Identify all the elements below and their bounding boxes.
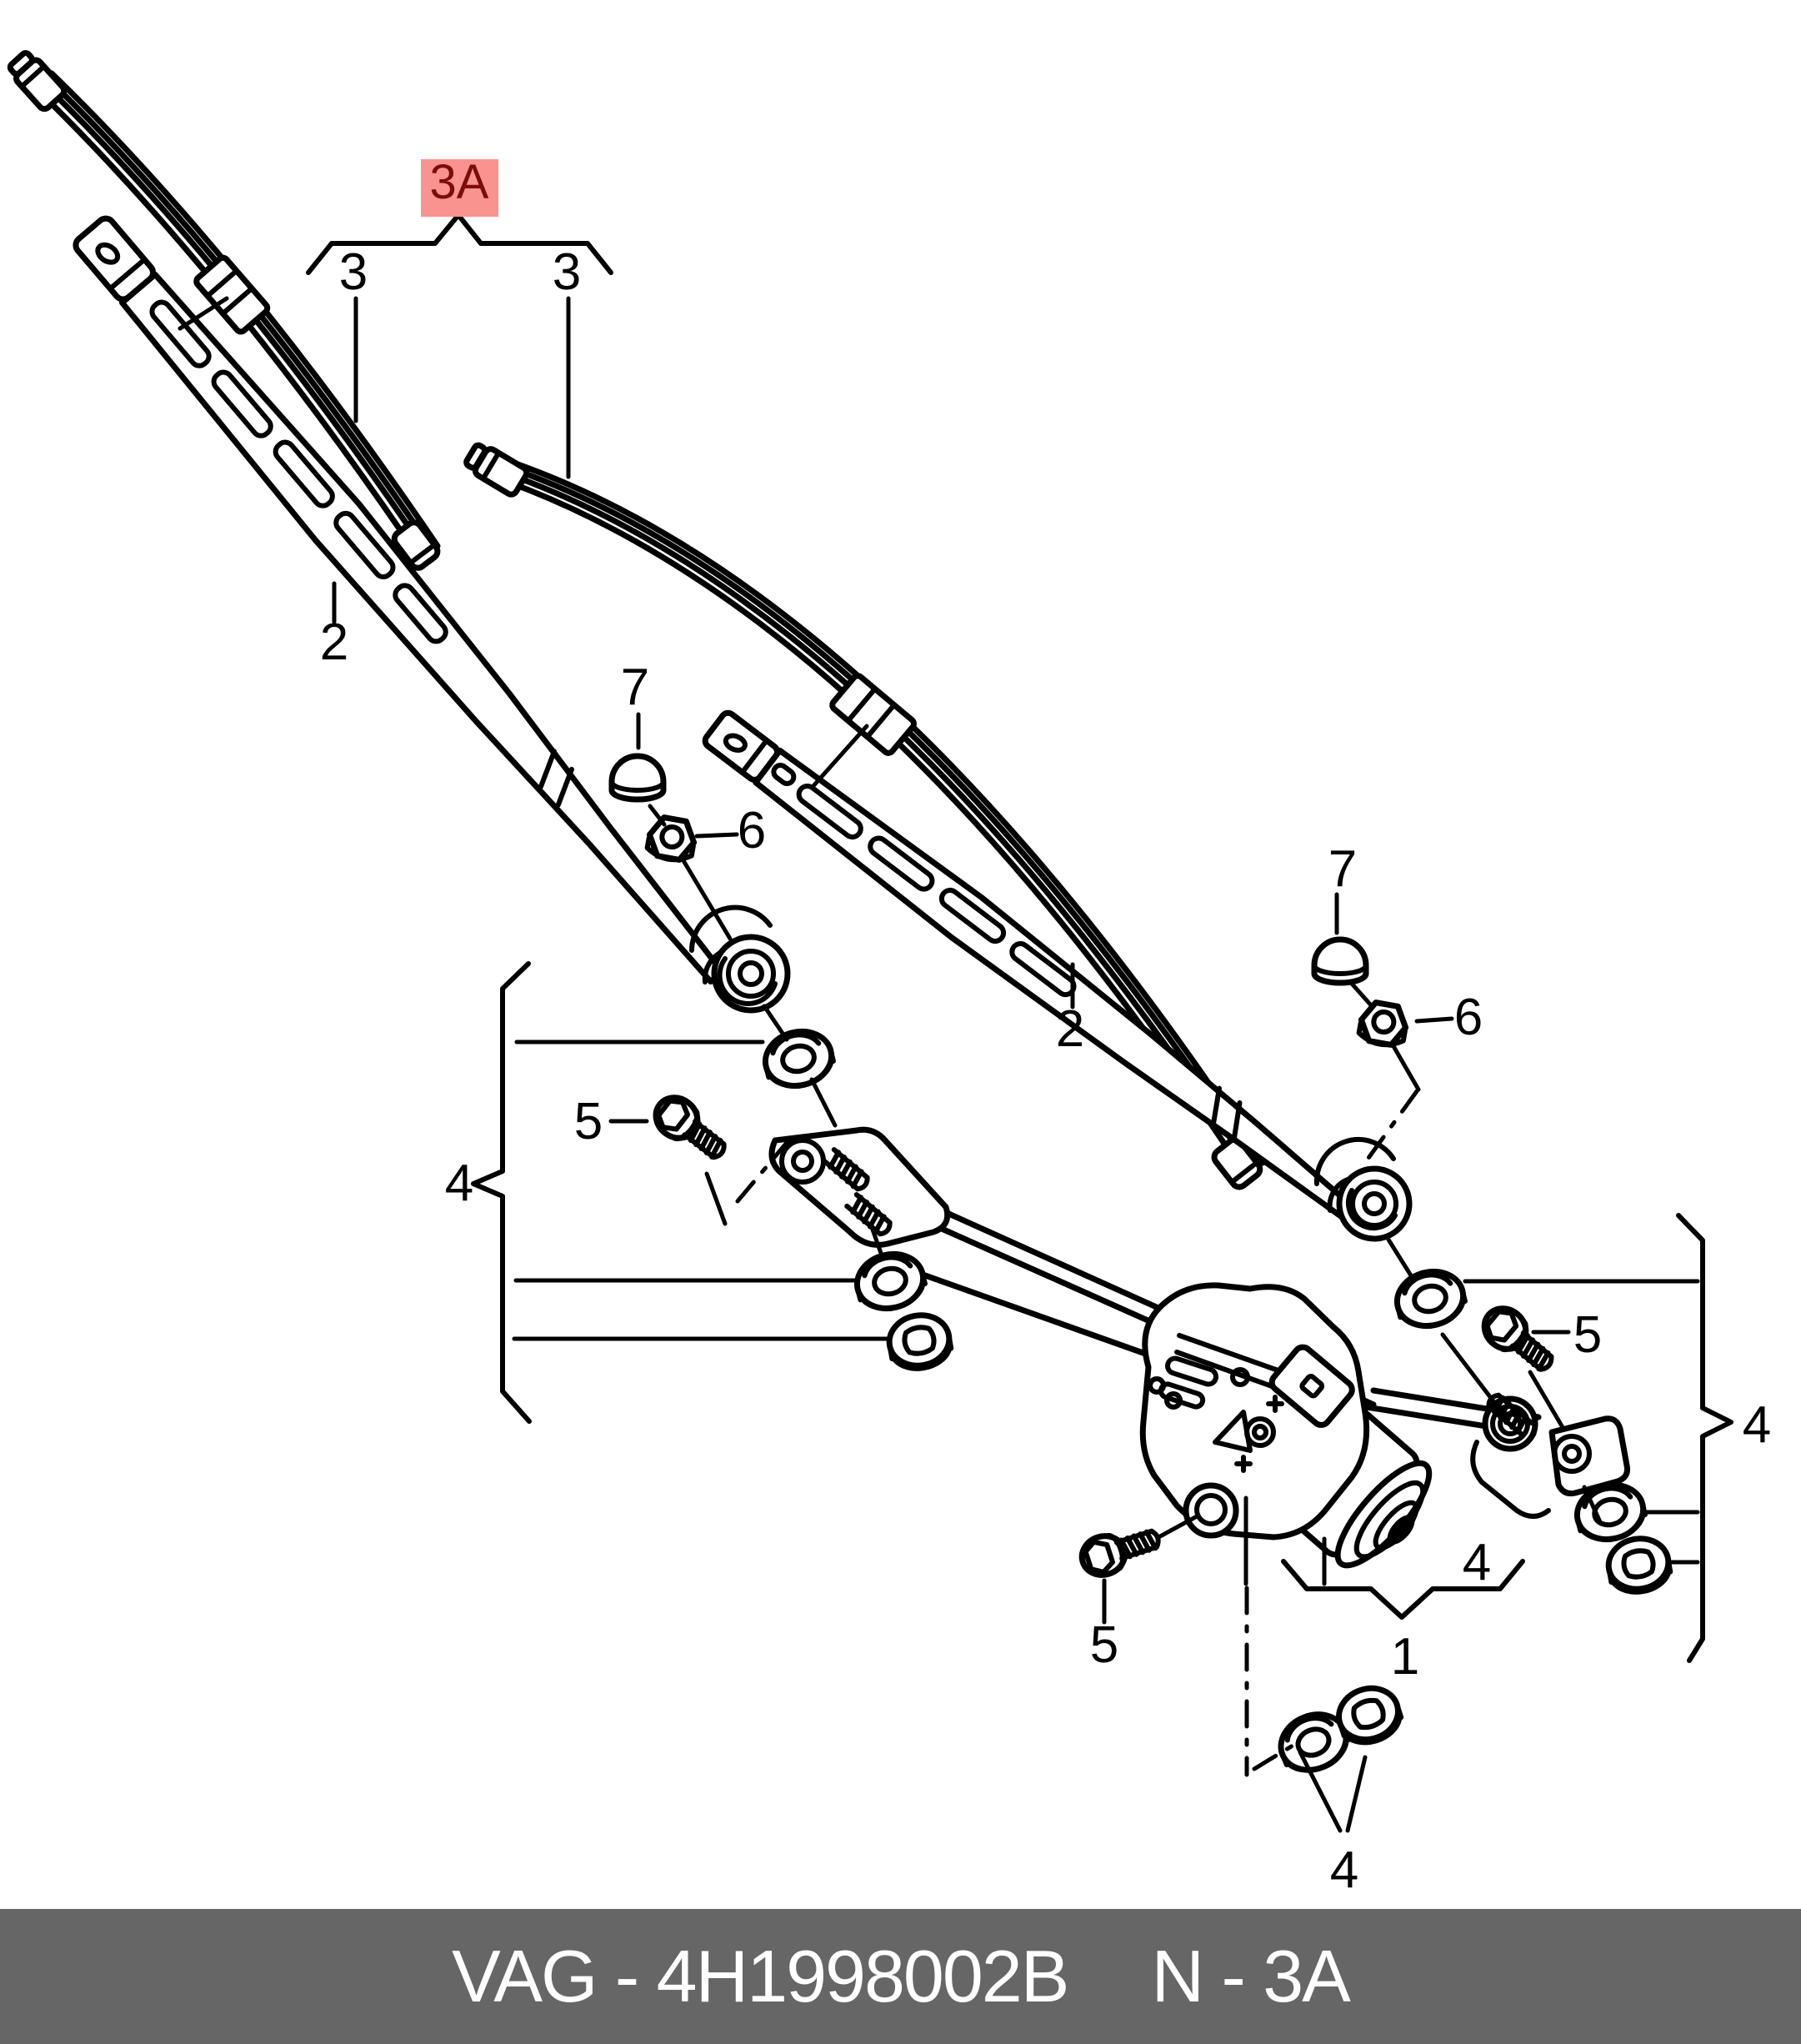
callout-2-right[interactable]: 2 bbox=[1056, 1000, 1084, 1058]
connector-icon bbox=[1268, 1344, 1355, 1428]
callout-4-bottom[interactable]: 4 bbox=[1330, 1841, 1358, 1899]
hex-nut-right-icon bbox=[1358, 1000, 1409, 1048]
brace-4-left bbox=[471, 961, 532, 1424]
callout-6-right[interactable]: 6 bbox=[1454, 989, 1483, 1046]
highlight-3a-label[interactable]: 3A bbox=[430, 155, 489, 209]
wiper-motor bbox=[1139, 1282, 1433, 1569]
pivot-cap-right-icon bbox=[1314, 939, 1366, 983]
callouts: 3 3 2 2 7 7 6 6 5 5 5 4 4 4 4 1 bbox=[320, 243, 1771, 1899]
bracket-1 bbox=[1281, 1559, 1525, 1620]
wiper-arm-right bbox=[702, 709, 1413, 1242]
callout-brackets bbox=[306, 213, 1733, 1663]
bolt-right-icon bbox=[1476, 1300, 1561, 1380]
callout-6-left[interactable]: 6 bbox=[738, 802, 766, 859]
callout-7-right[interactable]: 7 bbox=[1328, 840, 1357, 898]
pivot-bracket-right bbox=[1470, 1392, 1630, 1519]
callout-1-motor[interactable]: 1 bbox=[1391, 1628, 1419, 1686]
motor-mount-lug bbox=[1183, 1482, 1239, 1539]
blade-connector-icon bbox=[829, 673, 917, 756]
grommet-icon bbox=[759, 1025, 837, 1092]
callout-5-lower[interactable]: 5 bbox=[1090, 1616, 1118, 1674]
blade-end-cap-icon bbox=[391, 519, 441, 571]
footer-section-code: N - 3A bbox=[1151, 1935, 1350, 2017]
callout-4-right[interactable]: 4 bbox=[1743, 1396, 1771, 1454]
wiper-blade-left bbox=[7, 50, 441, 571]
pivot-plate-left bbox=[768, 1126, 951, 1248]
blade-end-cap-icon bbox=[7, 50, 68, 113]
hex-nut-left-icon bbox=[646, 815, 698, 863]
callout-2-left[interactable]: 2 bbox=[320, 614, 348, 671]
bolt-upper-icon bbox=[648, 1090, 733, 1168]
blade-end-cap-icon bbox=[463, 442, 530, 498]
callout-5-right[interactable]: 5 bbox=[1573, 1306, 1602, 1364]
brace-4-right bbox=[1676, 1213, 1733, 1663]
pivot-cap-left-icon bbox=[612, 756, 663, 799]
callout-5-upper[interactable]: 5 bbox=[574, 1093, 603, 1150]
grommet-icon bbox=[1391, 1265, 1468, 1332]
callout-3-left[interactable]: 3 bbox=[339, 243, 368, 301]
leader-lines bbox=[178, 296, 1700, 1833]
callout-4-left[interactable]: 4 bbox=[445, 1155, 473, 1212]
blade-connector-icon bbox=[193, 254, 271, 335]
highlight-3a[interactable]: 3A bbox=[421, 155, 498, 217]
highlight-3a-box[interactable] bbox=[421, 159, 498, 217]
grommet-icon bbox=[851, 1247, 928, 1315]
callout-7-left[interactable]: 7 bbox=[621, 659, 649, 716]
footer-bar: VAG - 4H1998002B N - 3A bbox=[0, 1909, 1801, 2044]
callout-3-right[interactable]: 3 bbox=[553, 243, 581, 301]
arm-pivot-left bbox=[711, 934, 791, 1014]
callout-4-motor[interactable]: 4 bbox=[1463, 1534, 1491, 1591]
plug-grommet-icon bbox=[885, 1310, 953, 1373]
wiper-arm-left bbox=[73, 215, 791, 1014]
footer-part-number: VAG - 4H1998002B bbox=[452, 1935, 1069, 2017]
bolt-lower-icon bbox=[1077, 1520, 1163, 1581]
plug-grommet-icon bbox=[1604, 1534, 1673, 1596]
